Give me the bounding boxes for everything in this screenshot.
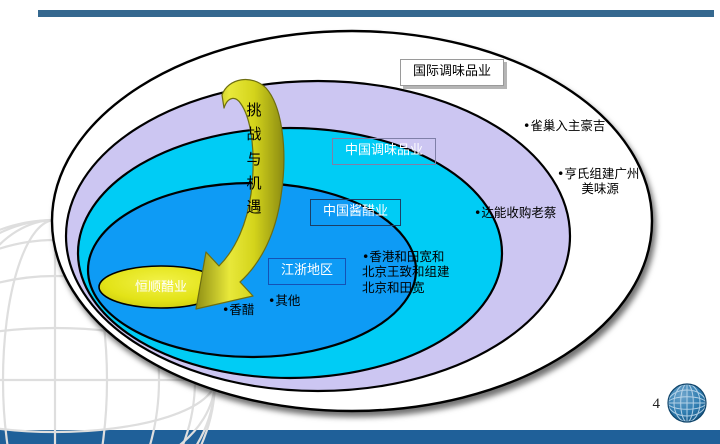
top-accent-bar (38, 10, 714, 17)
label-jiangsu-zhejiang-region: 江浙地区 (268, 258, 347, 286)
page-number: 4 (652, 396, 661, 412)
arrow-char-2: 战 (246, 125, 262, 144)
bullet-aromatic-vinegar: •香醋 (222, 302, 255, 317)
bullet-danone-laocai: •达能收购老蔡 (474, 205, 557, 220)
label-china-condiment-industry: 中国调味品业 (332, 138, 437, 166)
arrow-char-5: 遇 (246, 198, 262, 217)
arrow-char-3: 与 (246, 149, 262, 168)
challenges-opportunities-arrow (195, 78, 285, 310)
bullet-other: •其他 (268, 293, 301, 308)
bullet-heinz-guangzhou: •亨氏组建广州 美味源 (557, 166, 640, 197)
arrow-text-challenges-opportunities: 挑 战 与 机 遇 (243, 98, 265, 219)
globe-icon (667, 383, 707, 423)
bullet-hetianguan: •香港和田宽和 北京王致和组建 北京和田宽 (362, 249, 450, 295)
label-china-sauce-vinegar-industry: 中国酱醋业 (310, 199, 402, 227)
label-international-condiment-industry: 国际调味品业 (400, 59, 505, 87)
label-hengshun-vinegar: 恒顺醋业 (134, 280, 187, 295)
bullet-nestle-haoji: •雀巢入主豪吉 (523, 118, 606, 133)
arrow-char-4: 机 (246, 173, 262, 192)
arrow-char-1: 挑 (246, 101, 262, 119)
